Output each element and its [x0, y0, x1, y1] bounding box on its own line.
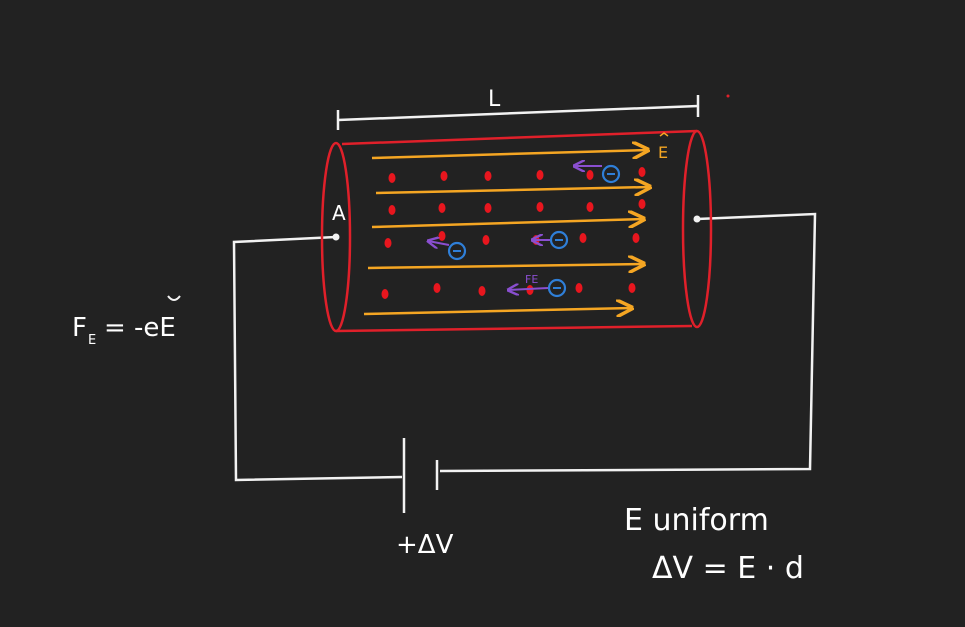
ion: [388, 205, 396, 215]
conductor-cylinder: [320, 129, 713, 333]
ion: [438, 231, 446, 241]
ion: [482, 235, 490, 245]
terminal-left: [332, 233, 340, 241]
electron: [428, 241, 467, 261]
battery-label: +ΔV: [396, 530, 454, 560]
ion: [526, 285, 534, 295]
ion: [536, 170, 544, 180]
uniform-note: E uniform: [624, 503, 769, 538]
field-label: E: [658, 143, 668, 162]
force-arrow: [508, 288, 549, 290]
electron: [574, 166, 621, 184]
ion: [638, 167, 646, 177]
vector-hat: [167, 295, 181, 301]
ion: [388, 173, 396, 183]
length-dimension: [336, 95, 700, 130]
ion: [638, 199, 646, 209]
ion: [484, 171, 492, 181]
force-equation: F E = -eE: [72, 295, 181, 348]
field-vector-hat: [659, 132, 669, 137]
force-arrow: [428, 241, 450, 245]
electron: [532, 230, 569, 250]
ion: [575, 283, 583, 293]
force-label-small: FE: [525, 273, 538, 286]
force-equation-subscript: E: [88, 333, 96, 348]
area-label: A: [332, 201, 346, 225]
electron: [508, 278, 567, 298]
voltage-equation: ΔV = E · d: [652, 551, 804, 586]
circuit-wire: [232, 212, 817, 513]
ion: [384, 238, 392, 248]
ion: [628, 283, 636, 293]
ion: [632, 233, 640, 243]
stray-dot: [726, 94, 730, 98]
force-equation-lhs: F: [72, 313, 87, 343]
length-label: L: [488, 87, 501, 112]
ion: [586, 170, 594, 180]
ion: [579, 233, 587, 243]
ion: [586, 202, 594, 212]
field-lines: [363, 150, 650, 314]
force-equation-rhs: = -eE: [104, 313, 176, 343]
ion: [484, 203, 492, 213]
ion: [536, 202, 544, 212]
ion: [478, 286, 486, 296]
terminal-right: [693, 215, 701, 223]
ion: [381, 289, 389, 299]
ion: [438, 203, 446, 213]
ion: [440, 171, 448, 181]
ion: [433, 283, 441, 293]
